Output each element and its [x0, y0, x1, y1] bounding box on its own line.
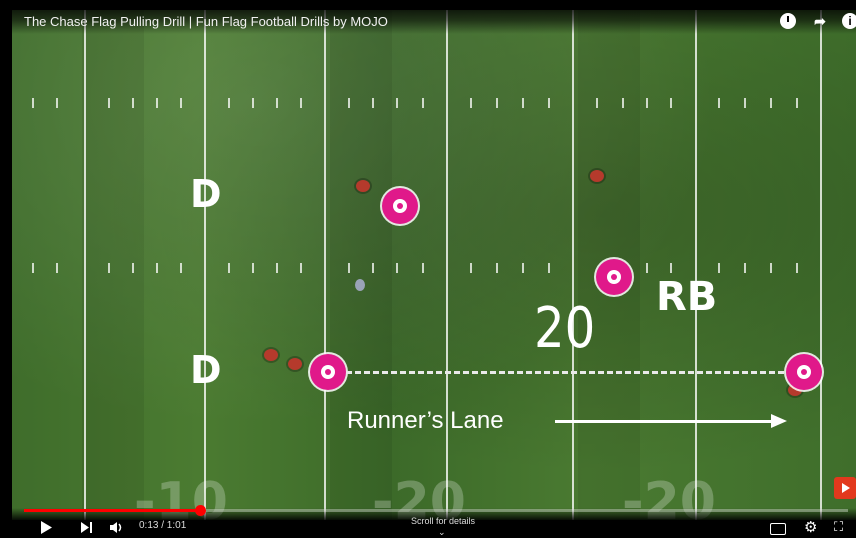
fullscreen-icon[interactable]: ⛶: [834, 519, 843, 535]
scroll-hint[interactable]: Scroll for details: [390, 516, 496, 526]
time-display: 0:13 / 1:01: [139, 520, 186, 531]
drill-marker: [786, 354, 822, 390]
drill-marker: [596, 259, 632, 295]
runner-label: RB: [656, 274, 717, 320]
defender-player: [590, 170, 604, 182]
runner-player: [355, 279, 365, 291]
drill-marker: [382, 188, 418, 224]
hash-marks-middle: [12, 263, 856, 273]
video-title[interactable]: The Chase Flag Pulling Drill | Fun Flag …: [24, 14, 388, 29]
video-frame[interactable]: -10 -20 -20: [12, 10, 856, 520]
defender-player: [264, 349, 278, 361]
youtube-logo[interactable]: [834, 477, 856, 499]
defender-label: D: [190, 348, 222, 392]
play-icon[interactable]: [38, 521, 54, 535]
drill-marker: [310, 354, 346, 390]
scrubber-handle[interactable]: [195, 505, 206, 516]
gear-icon[interactable]: ⚙: [804, 518, 817, 536]
info-icon[interactable]: i: [842, 13, 856, 29]
progress-bar[interactable]: [24, 509, 848, 512]
captions-icon[interactable]: [770, 523, 786, 535]
next-icon[interactable]: [80, 522, 94, 534]
runner-lane-dashed-line: [346, 371, 784, 374]
chevron-down-icon[interactable]: ⌄: [438, 527, 446, 538]
share-icon[interactable]: ➦: [811, 12, 829, 30]
defender-player: [288, 358, 302, 370]
yard-number: 20: [534, 296, 595, 361]
defender-player: [356, 180, 370, 192]
volume-icon[interactable]: [109, 522, 125, 534]
arrow-head-icon: [771, 414, 787, 428]
defender-label: D: [190, 172, 222, 216]
runner-lane-label: Runner’s Lane: [347, 407, 504, 435]
arrow-icon: [555, 420, 773, 423]
clock-icon[interactable]: [780, 13, 796, 29]
hash-marks-top: [12, 98, 856, 108]
progress-fill: [24, 509, 200, 512]
